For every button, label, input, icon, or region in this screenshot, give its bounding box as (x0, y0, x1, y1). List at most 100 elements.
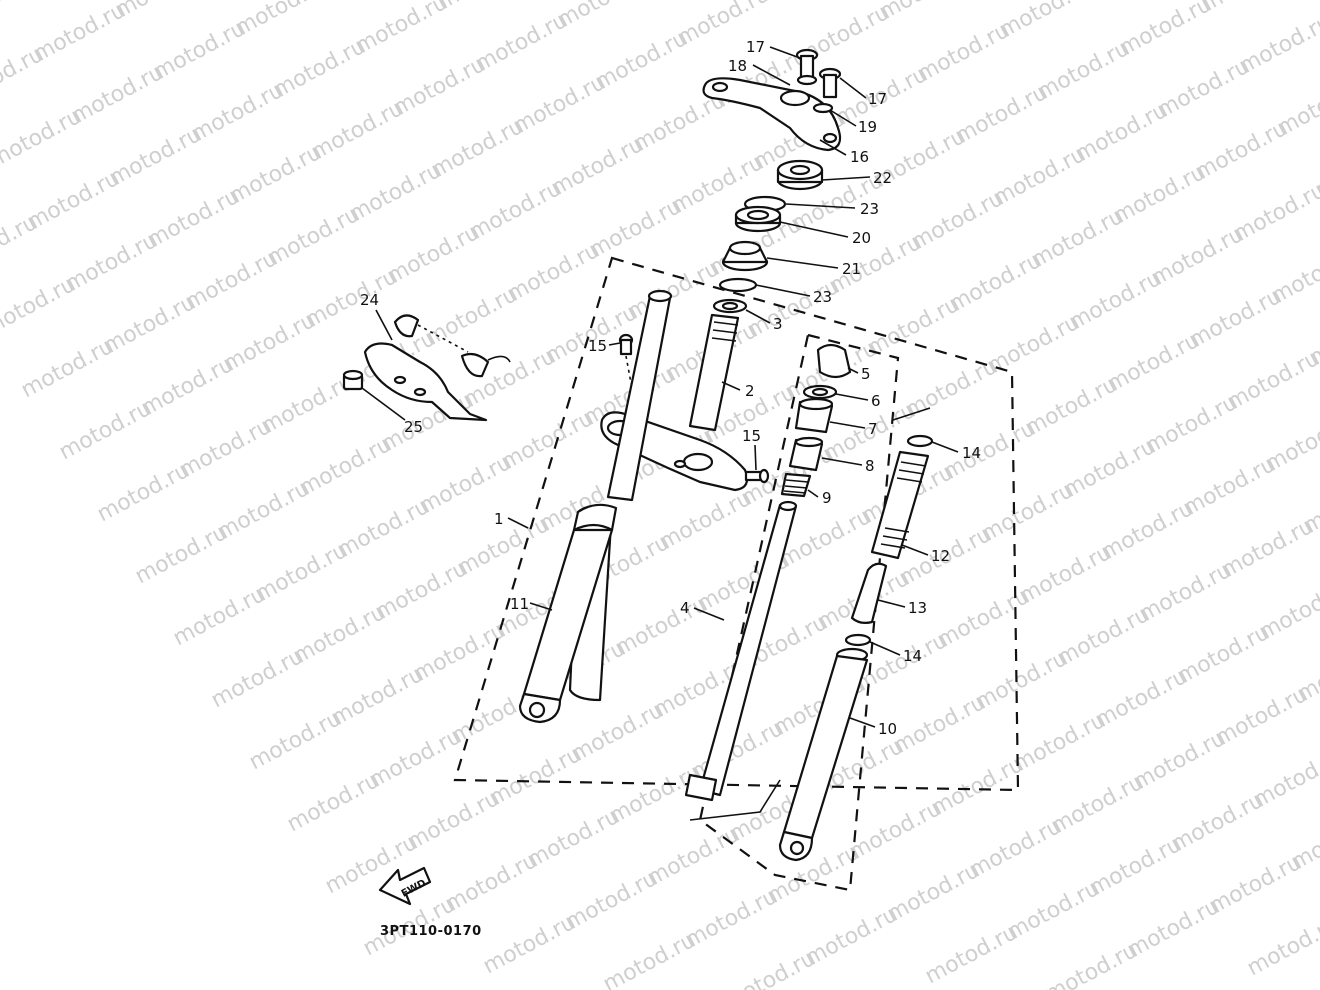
watermark-text: motod.ru (1097, 496, 1198, 565)
watermark-text: motod.ru (1167, 788, 1268, 857)
seal-23-lower (718, 277, 758, 293)
watermark-text: motod.ru (149, 16, 250, 85)
watermark-text: motod.ru (67, 60, 168, 129)
damper-rod (850, 562, 888, 624)
assembly-bracket-right (892, 407, 931, 421)
watermark-text: motod.ru (283, 768, 384, 837)
callout-6: 6 (871, 392, 881, 410)
watermark-text: motod.ru (743, 274, 844, 343)
bolt-17-right (818, 67, 842, 99)
watermark-text: motod.ru (971, 646, 1072, 715)
watermark-text: motod.ru (1027, 204, 1128, 273)
watermark-text: motod.ru (213, 476, 314, 545)
spring-9 (780, 472, 812, 498)
watermark-text: motod.ru (269, 34, 370, 103)
watermark-text: motod.ru (0, 210, 42, 279)
callout-1: 1 (494, 510, 504, 528)
callout-14-lower: 14 (903, 647, 922, 665)
watermark-text: motod.ru (1003, 876, 1104, 945)
watermark-text: motod.ru (0, 272, 80, 341)
leader-lines (361, 46, 959, 728)
watermark-text: motod.ru (643, 822, 744, 891)
watermark-text: motod.ru (1135, 558, 1236, 627)
watermark-text: motod.ru (913, 18, 1014, 87)
watermark-text: motod.ru (99, 290, 200, 359)
callout-16: 16 (850, 148, 869, 166)
watermark-text: motod.ru (945, 248, 1046, 317)
bearing-21 (721, 240, 769, 272)
callout-12: 12 (931, 547, 950, 565)
watermark-text: motod.ru (1141, 390, 1242, 459)
bolt-15-upper (618, 333, 634, 356)
assembly-bracket (689, 779, 781, 821)
watermark-text: motod.ru (1071, 98, 1172, 167)
watermark-text: motod.ru (415, 450, 516, 519)
watermark-text: motod.ru (1153, 54, 1254, 123)
watermark-text: motod.ru (845, 796, 946, 865)
watermark-text: motod.ru (1033, 36, 1134, 105)
watermark-text: motod.ru (863, 292, 964, 361)
callout-11: 11 (510, 595, 529, 613)
watermark-text: motod.ru (801, 902, 902, 971)
watermark-text: motod.ru (503, 238, 604, 307)
watermark-text: motod.ru (1109, 160, 1210, 229)
clip-14-upper (906, 434, 934, 448)
watermark-text: motod.ru (1065, 266, 1166, 335)
watermark-text: motod.ru (143, 184, 244, 253)
watermark-text: motod.ru (1179, 452, 1280, 521)
watermark-text: motod.ru (977, 478, 1078, 547)
watermark-text: motod.ru (825, 230, 926, 299)
steering-stem (688, 313, 740, 432)
watermark-text: motod.ru (681, 884, 782, 953)
watermark-text: motod.ru (409, 618, 510, 687)
callout-24: 24 (360, 291, 379, 309)
watermark-text: motod.ru (547, 132, 648, 201)
watermark-text: motod.ru (567, 698, 668, 767)
callout-14-upper: 14 (962, 444, 981, 462)
watermark-text: motod.ru (889, 690, 990, 759)
callout-19: 19 (858, 118, 877, 136)
callout-18: 18 (728, 57, 747, 75)
watermark-text: motod.ru (17, 334, 118, 403)
watermark-text: motod.ru (0, 0, 92, 5)
callout-23-lower: 23 (813, 288, 832, 306)
watermark-text: motod.ru (333, 494, 434, 563)
watermark-text: motod.ru (251, 538, 352, 607)
watermark-text: motod.ru (389, 52, 490, 121)
watermark-text: motod.ru (289, 600, 390, 669)
callout-9: 9 (822, 489, 832, 507)
watermark-text: motod.ru (403, 786, 504, 855)
watermark-text: motod.ru (883, 858, 984, 927)
callout-5: 5 (861, 365, 871, 383)
callout-22: 22 (873, 169, 892, 187)
nut-22 (776, 159, 824, 191)
watermark-text: motod.ru (1205, 850, 1306, 919)
spacer-8 (788, 436, 824, 472)
watermark-text: motod.ru (719, 946, 820, 990)
callout-17-right: 17 (868, 90, 887, 108)
watermark-text: motod.ru (479, 910, 580, 979)
inner-tube (684, 500, 798, 802)
watermark-text: motod.ru (497, 406, 598, 475)
forward-direction-arrow: FWD (378, 866, 432, 906)
callout-20: 20 (852, 229, 871, 247)
callout-23-upper: 23 (860, 200, 879, 218)
watermark-text: motod.ru (1021, 372, 1122, 441)
watermark-text: motod.ru (927, 752, 1028, 821)
watermark-text: motod.ru (989, 142, 1090, 211)
watermark-text: motod.ru (933, 584, 1034, 653)
bolt-15-lower (744, 468, 770, 484)
watermark-text: motod.ru (55, 396, 156, 465)
watermark-text: motod.ru (225, 140, 326, 209)
callout-10: 10 (878, 720, 897, 738)
clip-14-lower (844, 633, 872, 647)
watermark-text: motod.ru (1103, 328, 1204, 397)
watermark-text: motod.ru (263, 202, 364, 271)
watermark-text: motod.ru (485, 742, 586, 811)
watermark-text: motod.ru (1191, 116, 1292, 185)
callout-15-upper: 15 (588, 337, 607, 355)
bracket-24 (393, 314, 511, 378)
watermark-text: motod.ru (1059, 434, 1160, 503)
callout-7: 7 (868, 420, 878, 438)
